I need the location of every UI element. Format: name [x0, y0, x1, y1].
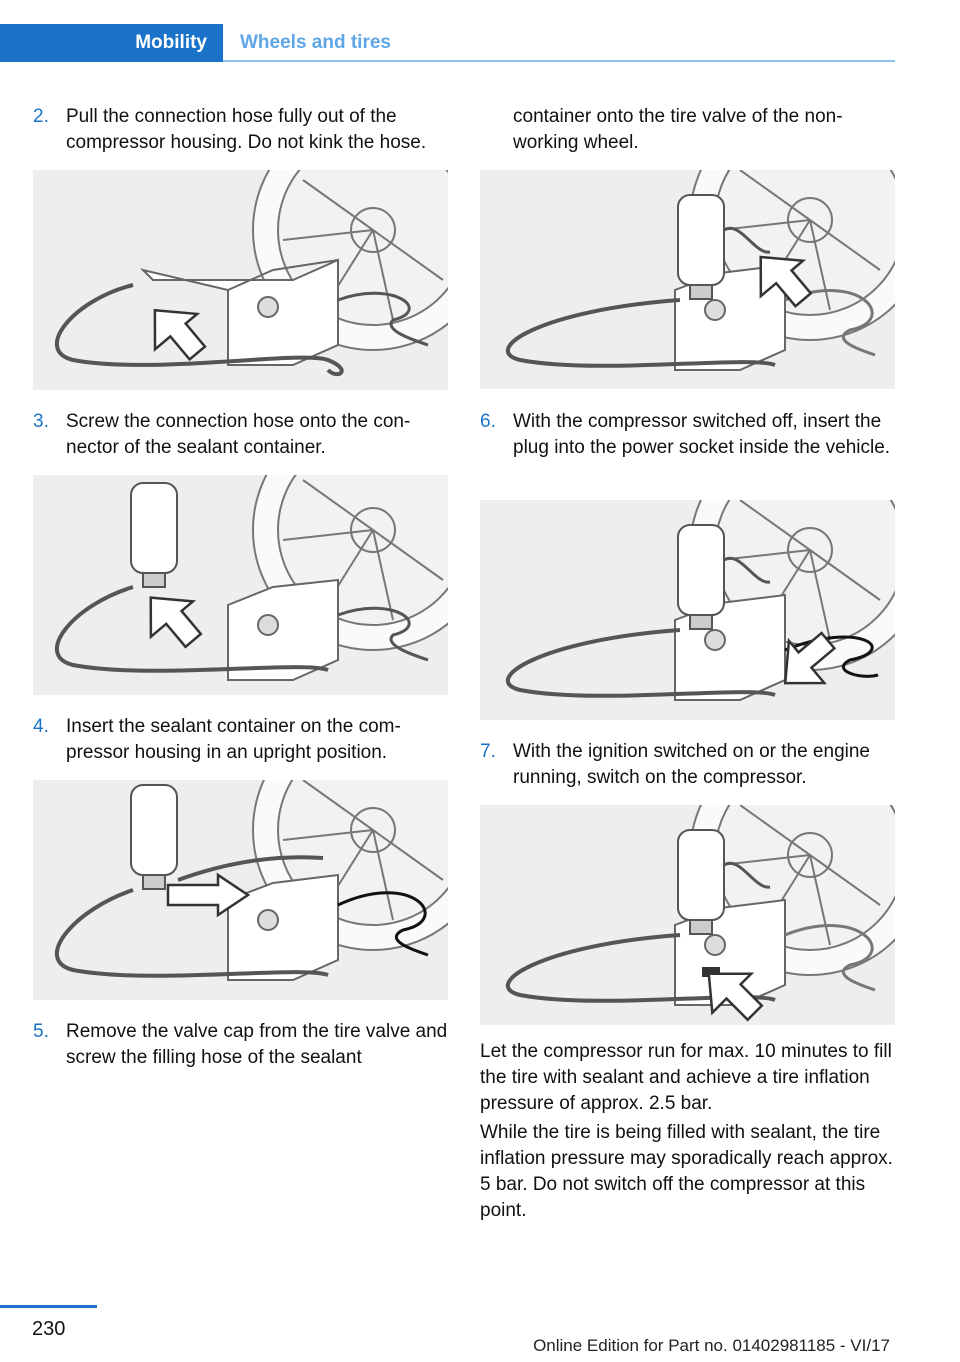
edition-note: Online Edition for Part no. 01402981185 … [533, 1336, 890, 1355]
step-number: 5. [33, 1021, 49, 1042]
step-3: 3. Screw the connection hose onto the co… [33, 409, 448, 461]
step-text: Pull the connection hose fully out of th… [66, 106, 427, 153]
step-6: 6. With the compressor switched off, ins… [480, 409, 895, 461]
step-4: 4. Insert the sealant container on the c… [33, 714, 448, 766]
step-text: With the compressor switched off, insert… [513, 411, 891, 458]
step-text: Insert the sealant container on the com­… [66, 716, 401, 763]
figure-power-plug [480, 500, 895, 720]
figure-switch-on [480, 805, 895, 1025]
subsection-tab: Wheels and tires [240, 32, 391, 53]
figure-screw-hose [33, 475, 448, 695]
figure-valve-connect [480, 170, 895, 389]
body-paragraph: While the tire is being filled with seal… [480, 1122, 893, 1221]
body-paragraph: Let the compressor run for max. 10 minut… [480, 1041, 892, 1114]
step-text: Screw the connection hose onto the con­n… [66, 411, 411, 458]
step-text: container onto the tire valve of the non… [513, 106, 843, 153]
step-text: Remove the valve cap from the tire valve… [66, 1021, 448, 1068]
figure-pull-hose [33, 170, 448, 390]
step-text: With the ignition switched on or the eng… [513, 741, 870, 788]
step-number: 3. [33, 411, 49, 432]
step-number: 2. [33, 106, 49, 127]
page-number: 230 [32, 1318, 66, 1340]
section-tab: Mobility [0, 24, 223, 62]
step-number: 7. [480, 741, 496, 762]
step-7: 7. With the ignition switched on or the … [480, 739, 895, 791]
step-5: 5. Remove the valve cap from the tire va… [33, 1019, 448, 1071]
step-5-continued: container onto the tire valve of the non… [480, 104, 895, 156]
footer-rule [0, 1305, 97, 1308]
step-number: 4. [33, 716, 49, 737]
step-2: 2. Pull the connection hose fully out of… [33, 104, 448, 156]
page-header: Mobility Wheels and tires [0, 24, 895, 62]
figure-insert-container [33, 780, 448, 1000]
step-number: 6. [480, 411, 496, 432]
header-rule [223, 60, 895, 62]
